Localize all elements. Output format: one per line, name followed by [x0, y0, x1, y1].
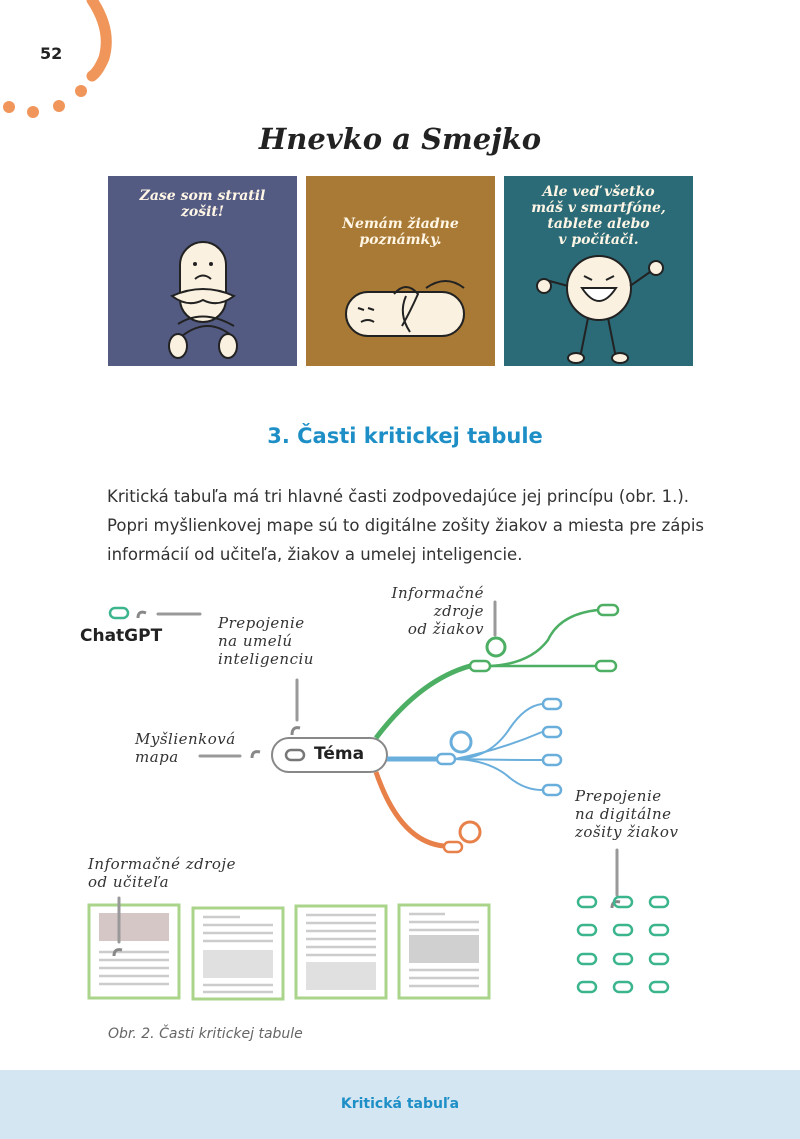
topic-label: Téma: [314, 744, 365, 764]
page-number: 52: [40, 44, 63, 63]
grumpy-character: [168, 241, 238, 359]
teacher-sources-label: Informačné zdroje od učiteľa: [88, 855, 236, 891]
comic-title: Hnevko a Smejko: [258, 122, 542, 156]
critical-board-diagram: [87, 600, 670, 1001]
ai-node: [108, 606, 130, 620]
chatgpt-label: ChatGPT: [80, 626, 163, 646]
decorative-arc: [3, 0, 112, 118]
link-icon: [136, 610, 147, 619]
lying-character: [345, 280, 465, 337]
decorative-dot: [3, 101, 15, 113]
laughing-character: [536, 255, 664, 364]
decorative-dot: [27, 106, 39, 118]
decorative-dot: [75, 85, 87, 97]
orange-branch: [373, 771, 445, 849]
footer-band: [0, 1070, 800, 1139]
teacher-document-cards: [87, 896, 491, 1001]
mind-map-label: Myšlienková mapa: [135, 730, 236, 766]
green-branch: [374, 663, 471, 740]
footer-title: Kritická tabuľa: [340, 1096, 460, 1112]
comic-panel-3: Ale veď všetko máš v smartfóne, tablete …: [504, 176, 693, 366]
comic-panel-1: Zase som stratil zošit!: [108, 176, 297, 366]
panel-2-caption: Nemám žiadne poznámky.: [342, 216, 459, 248]
decorative-dot: [53, 100, 65, 112]
student-sources-label: Informačné zdroje od žiakov: [391, 584, 484, 638]
figure-caption: Obr. 2. Časti kritickej tabule: [108, 1026, 303, 1042]
panel-1-caption: Zase som stratil zošit!: [139, 188, 266, 220]
topic-node: [271, 737, 388, 773]
panel-3-caption: Ale veď všetko máš v smartfóne, tablete …: [531, 184, 666, 248]
student-notebooks-grid: [576, 895, 670, 994]
ai-link-label: Prepojenie na umelú inteligenciu: [218, 614, 314, 668]
comic-panel-2: Nemám žiadne poznámky.: [306, 176, 495, 366]
section-title: 3. Časti kritickej tabule: [267, 424, 543, 448]
notebooks-link-label: Prepojenie na digitálne zošity žiakov: [575, 787, 679, 841]
intro-paragraph: Kritická tabuľa má tri hlavné časti zodp…: [107, 487, 705, 564]
